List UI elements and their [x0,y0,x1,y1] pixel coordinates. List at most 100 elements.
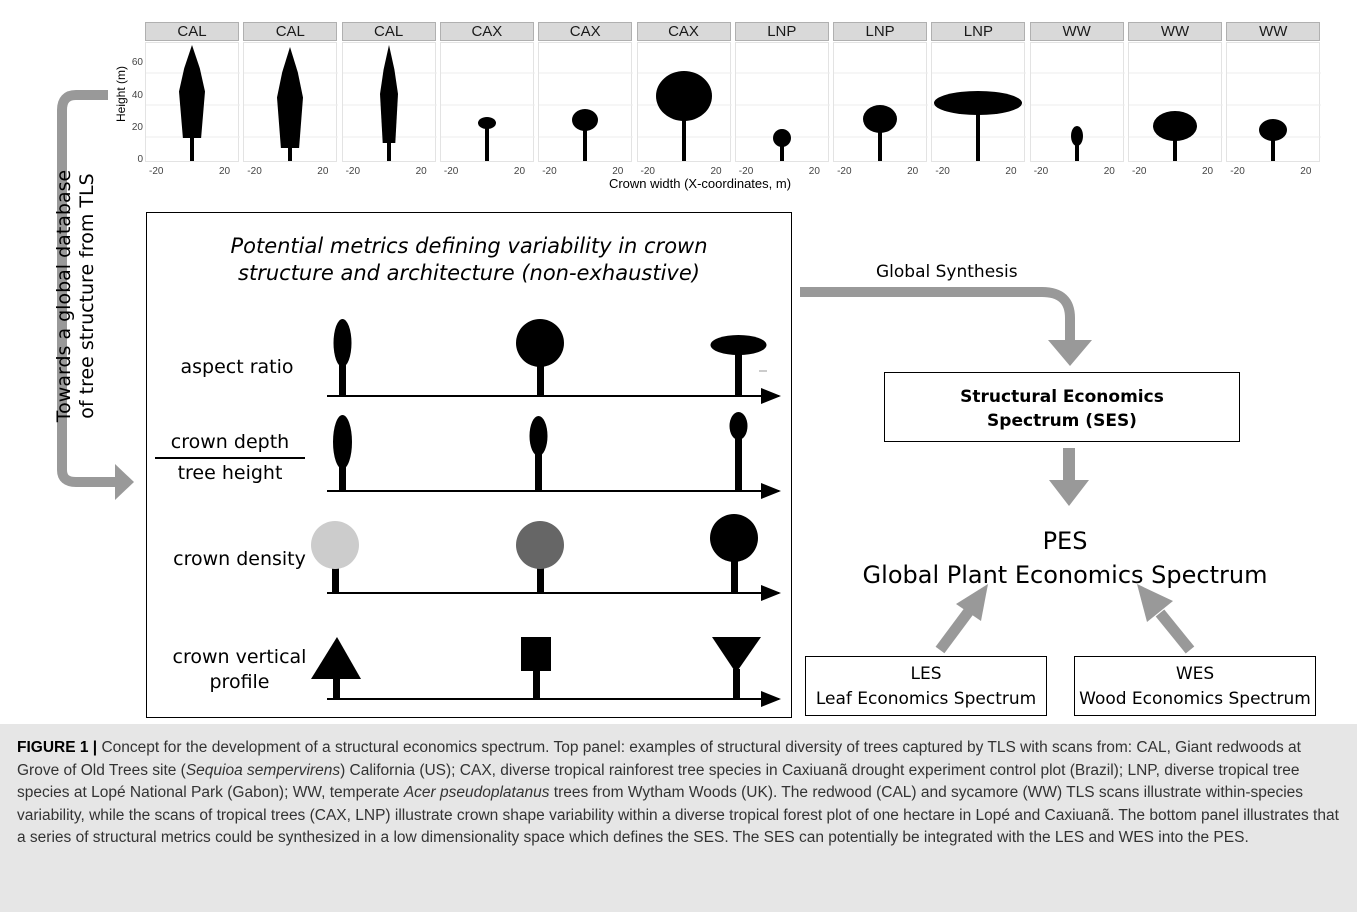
x-tick-label: 20 [1300,166,1312,177]
tree-silhouette [1129,72,1223,161]
tree-silhouette [146,45,240,161]
tree-crown [1153,111,1197,141]
tree-crown-dark [710,514,758,562]
facet-cal: CAL [341,22,437,162]
x-tick-label: 20 [1005,166,1017,177]
x-tick-label: 20 [1202,166,1214,177]
crown-triangle [311,637,361,679]
facet-cax: CAX [636,22,732,162]
les-to-pes-arrow [935,607,974,654]
facet-strip-label: WW [1128,22,1222,41]
wes-to-pes-arrow [1155,609,1195,654]
x-axis-label: Crown width (X-coordinates, m) [608,176,792,191]
synthesis-arrows [800,287,1195,654]
facet-plot [636,42,732,162]
ratio-divider [155,457,305,459]
tree-crown [277,47,304,148]
y-tick-label: 40 [131,90,143,101]
x-tick-label: -20 [443,166,459,177]
side-arrow [57,90,134,500]
facet-lnp: LNP [931,22,1027,162]
tree-crown [772,129,791,147]
facet-plot [1226,42,1322,162]
tree-stem [735,353,742,396]
ratio-numerator: crown depth [170,431,290,453]
tree-crown [179,45,205,138]
tree-trunk [1271,129,1276,161]
metric-crown-density-label: crown density [173,548,306,570]
y-tick-label: 0 [137,154,143,165]
tree-trunk [976,101,981,161]
tree-silhouette [342,45,437,161]
tree-stem [735,438,742,491]
tree-crown [477,117,496,129]
facet-strip-label: CAL [145,22,239,41]
tree-silhouette [244,47,339,161]
facet-strip-label: LNP [734,22,829,41]
les-box: LES Leaf Economics Spectrum [805,656,1047,716]
facet-strip-label: WW [1029,22,1124,41]
tree-stem [332,568,339,593]
metric-aspect-ratio-label: aspect ratio [180,356,294,378]
caption-species: Sequioa sempervirens [185,761,341,779]
tree-crown [333,415,352,469]
tree-silhouette [834,72,929,161]
y-tick-label: 20 [131,122,143,133]
facet-ww: WW [1128,22,1223,162]
tree-silhouette [932,72,1027,161]
facet-lnp: LNP [833,22,929,162]
x-tick-label: 20 [808,166,820,177]
x-tick-label: -20 [935,166,950,177]
tree-crown [729,412,748,440]
tree-stem [339,361,346,396]
caption-species: Acer pseudoplatanus [403,784,550,801]
facet-plot [243,42,339,162]
tree-silhouette [1227,72,1322,161]
y-tick-label: 60 [131,57,143,68]
tree-crown [333,319,352,367]
tree-crown-light [311,521,359,569]
facet-strip-label: WW [1226,22,1321,41]
global-synthesis-label: Global Synthesis [876,262,1018,282]
tree-silhouette [539,72,634,161]
ses-box: Structural Economics Spectrum (SES) [884,372,1240,442]
facet-cax: CAX [538,22,634,162]
caption-text: Concept for the development of a structu… [17,739,1301,779]
tree-crown [516,319,564,367]
tree-stem [535,453,542,491]
metric-crown-depth-ratio: crown depth tree height [155,430,305,486]
pes-label: PES Global Plant Economics Spectrum [862,527,1268,589]
tree-stem [537,363,544,396]
tree-trunk [484,127,489,161]
x-tick-label: 20 [612,166,624,177]
x-tick-label: -20 [345,166,361,177]
x-tick-label: 20 [317,166,329,177]
x-tick-label: -20 [1230,166,1245,177]
facet-strip-label: CAX [636,22,731,41]
facet-plot [341,42,437,162]
caption-text: ) California (US); CAX, diverse tropical… [17,761,1300,802]
figure-caption: FIGURE 1 | Concept for the development o… [0,724,1357,912]
wes-box: WES Wood Economics Spectrum [1074,656,1316,716]
facet-plot [931,42,1027,162]
tree-stem [339,463,346,491]
facet-plot [145,42,240,162]
tree-crown [379,45,398,143]
x-tick-label: 20 [710,166,722,177]
caption-label: FIGURE 1 | [17,739,98,756]
metrics-title: Potential metrics defining variability i… [230,234,708,285]
tree-crown [863,105,898,133]
x-tick-label: -20 [1132,166,1147,177]
tree-crown [655,71,712,121]
x-tick-label: 20 [907,166,919,177]
x-tick-label: -20 [837,166,852,177]
x-tick-label: -20 [247,166,262,177]
tree-silhouette [440,72,535,161]
crown-inverted-triangle [712,637,761,673]
x-tick-label: 20 [219,166,231,177]
ratio-denominator: tree height [177,461,283,484]
tree-crown-medium [516,521,564,569]
tree-stem [537,568,544,593]
crown-square [521,637,551,671]
tree-silhouette [637,71,732,161]
